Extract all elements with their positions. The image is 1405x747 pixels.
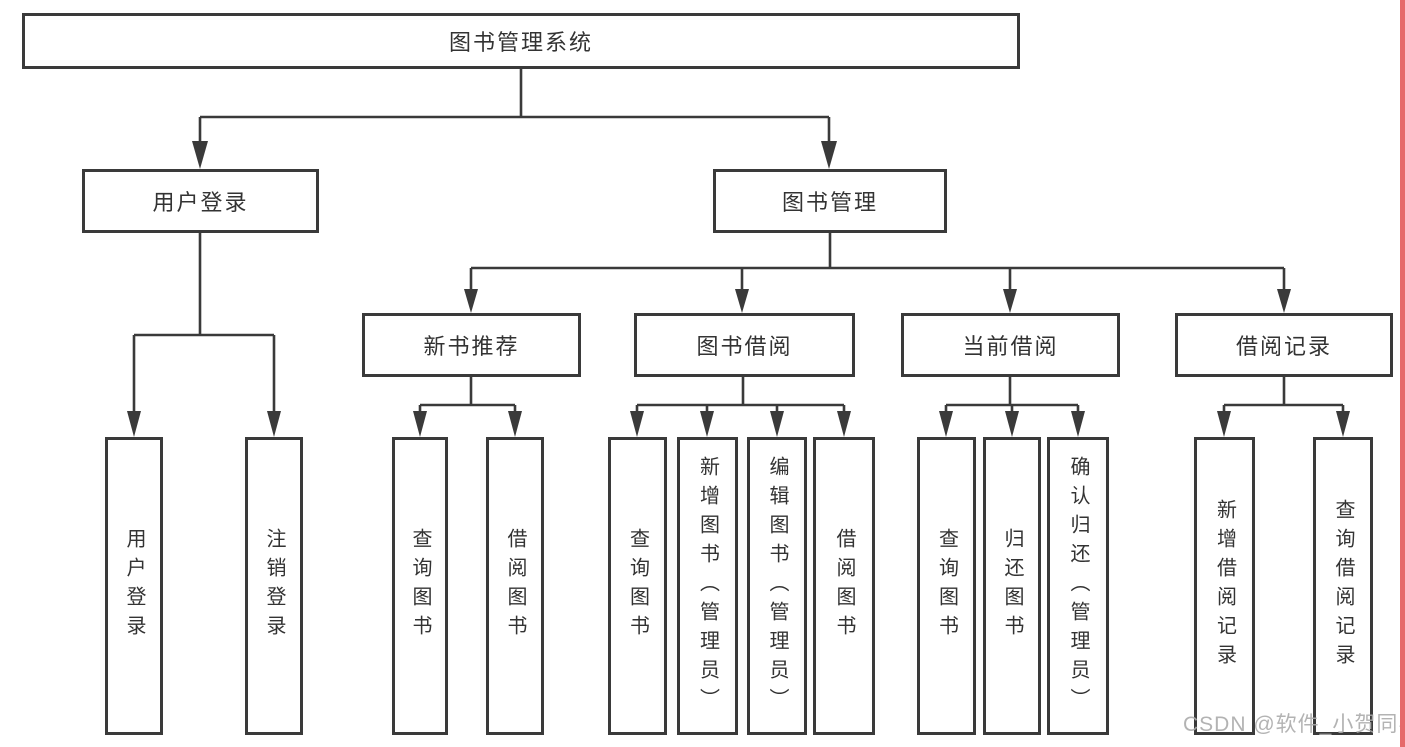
leaf-query-books-borrow: 查询图书 [608,437,667,735]
leaf-return-book: 归还图书 [983,437,1041,735]
leaf-add-borrow-record: 新增借阅记录 [1194,437,1255,735]
leaf-confirm-return-admin: 确认归还（管理员） [1047,437,1109,735]
leaf-query-books-recommend-label: 查询图书 [409,528,431,644]
leaf-query-books-current: 查询图书 [917,437,976,735]
right-edge-accent-strip [1400,0,1405,747]
leaf-borrow-books-2: 借阅图书 [813,437,875,735]
leaf-return-book-label: 归还图书 [1001,528,1023,644]
leaf-borrow-books-recommend-label: 借阅图书 [504,528,526,644]
node-borrow-records: 借阅记录 [1175,313,1393,377]
leaf-borrow-books-recommend: 借阅图书 [486,437,544,735]
node-book-borrow-label: 图书借阅 [696,334,793,359]
leaf-edit-book-admin: 编辑图书（管理员） [747,437,807,735]
leaf-query-borrow-record: 查询借阅记录 [1313,437,1373,735]
node-borrow-records-label: 借阅记录 [1235,334,1332,359]
node-current-borrow-label: 当前借阅 [962,334,1059,359]
leaf-add-borrow-record-label: 新增借阅记录 [1213,499,1236,673]
leaf-user-login: 用户登录 [105,437,163,735]
leaf-add-book-admin: 新增图书（管理员） [677,437,738,735]
leaf-query-books-recommend: 查询图书 [392,437,448,735]
node-user-login-label: 用户登录 [152,190,249,215]
node-root: 图书管理系统 [22,13,1020,69]
leaf-query-books-borrow-label: 查询图书 [626,528,649,644]
node-root-label: 图书管理系统 [448,30,593,55]
node-user-login: 用户登录 [82,169,319,233]
node-new-book-recommend: 新书推荐 [362,313,581,377]
leaf-logout-login: 注销登录 [245,437,303,735]
watermark-text: CSDN @软件_小贺同学 [1183,713,1405,736]
node-book-management-label: 图书管理 [781,190,878,215]
leaf-logout-login-label: 注销登录 [263,528,285,644]
leaf-query-books-current-label: 查询图书 [935,528,958,644]
node-new-book-recommend-label: 新书推荐 [423,334,520,359]
node-current-borrow: 当前借阅 [901,313,1120,377]
leaf-user-login-label: 用户登录 [123,528,145,644]
node-book-management: 图书管理 [713,169,947,233]
leaf-edit-book-admin-label: 编辑图书（管理员） [766,455,788,717]
leaf-confirm-return-admin-label: 确认归还（管理员） [1067,455,1089,717]
leaf-query-borrow-record-label: 查询借阅记录 [1332,499,1354,673]
leaf-borrow-books-2-label: 借阅图书 [833,528,855,644]
leaf-add-book-admin-label: 新增图书（管理员） [696,455,719,717]
node-book-borrow: 图书借阅 [634,313,855,377]
